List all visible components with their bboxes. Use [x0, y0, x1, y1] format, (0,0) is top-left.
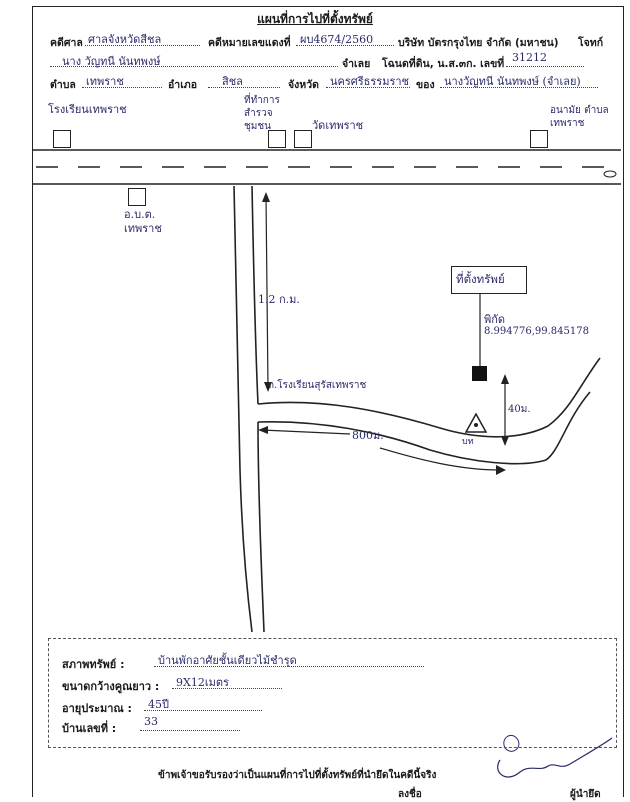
landmark-box-office	[268, 130, 286, 148]
triangle-marker	[464, 412, 488, 433]
office-label: ที่ทำการ สำรวจ ชุมชน	[244, 95, 280, 132]
role-label: ผู้นำยึด	[570, 789, 601, 800]
province-value: นครศรีธรรมราช	[330, 75, 410, 88]
house-no-label: บ้านเลขที่ :	[62, 722, 117, 735]
court-underline	[85, 45, 200, 46]
court-label: คดีศาล	[50, 37, 83, 49]
deed-label: โฉนดที่ดิน, น.ส.๓ก. เลขที่	[382, 58, 505, 70]
temple-label: วัดเทพราช	[312, 119, 364, 132]
deed-value: 31212	[512, 51, 547, 64]
province-label: จังหวัด	[288, 79, 319, 91]
health-label: อนามัย ตำบลเทพราช	[550, 105, 609, 129]
size-label: ขนาดกว้างคูณยาว :	[62, 680, 160, 693]
landmark-box-health	[530, 130, 548, 148]
company-name: บริษัท บัตรกรุงไทย จำกัด (มหาชน)	[398, 37, 559, 49]
horizontal-arrow-right	[496, 465, 506, 475]
tao-office-label: อ.บ.ต. เทพราช	[124, 208, 162, 235]
signature-scribble	[497, 737, 613, 778]
page-title: แผนที่การไปที่ตั้งทรัพย์	[257, 12, 373, 26]
amphoe-label: อำเภอ	[168, 79, 198, 91]
plaintiff-label: โจทก์	[578, 37, 604, 49]
coordinate-label: พิกัด	[484, 313, 506, 326]
triangle-marker-label: บท	[462, 437, 474, 447]
property-marker	[472, 366, 487, 381]
school-label: โรงเรียนเทพราช	[48, 103, 127, 116]
branch-road-top-edge	[257, 357, 601, 438]
triangle-marker-dot	[474, 423, 478, 427]
condition-label: สภาพทรัพย์ :	[62, 658, 125, 671]
age-underline	[144, 710, 262, 711]
tambon-value: เทพราช	[86, 75, 124, 88]
case-label: คดีหมายเลขแดงที่	[208, 37, 291, 49]
owner-label: ของ	[416, 79, 435, 91]
house-no-underline	[140, 730, 240, 731]
coordinate-value: 8.994776,99.845178	[484, 326, 589, 337]
case-value: ผบ4674/2560	[300, 33, 374, 46]
vertical-distance-line	[265, 195, 269, 389]
side-road-right-edge-lower	[257, 421, 265, 633]
property-label: ที่ตั้งทรัพย์	[456, 272, 505, 286]
owner-underline	[440, 87, 598, 88]
age-value: 45ปี	[148, 698, 169, 711]
landmark-box-temple	[294, 130, 312, 148]
page-frame	[32, 6, 624, 797]
house-no-value: 33	[144, 715, 158, 728]
defendant-label: จำเลย	[342, 58, 371, 70]
landmark-box-tao-office	[128, 188, 146, 206]
deed-underline	[506, 66, 584, 67]
horizontal-distance-line-right	[379, 447, 501, 471]
road-end-mark	[603, 170, 617, 178]
amphoe-value: สิชล	[222, 75, 243, 88]
tambon-label: ตำบล	[50, 79, 76, 91]
defendant-underline	[50, 66, 338, 67]
condition-value: บ้านพักอาศัยชั้นเดียวไม้ชำรุด	[158, 654, 297, 667]
defendant-value: นาง วัญทนี นันทพงษ์	[62, 55, 161, 68]
size-underline	[172, 688, 282, 689]
signature-mark	[503, 735, 520, 752]
property-label-box	[451, 266, 527, 294]
court-value: ศาลจังหวัดสีชล	[88, 33, 162, 46]
short-arrow-down	[501, 436, 509, 446]
amphoe-underline	[208, 87, 280, 88]
side-road-right-edge-upper	[251, 185, 259, 405]
road-name-label: ถ.โรงเรียนสุรัสเทพราช	[268, 380, 367, 391]
age-label: อายุประมาณ :	[62, 702, 132, 715]
vertical-arrow-up	[262, 192, 270, 202]
vertical-distance-label: 1.2 ก.ม.	[258, 293, 300, 306]
case-underline	[296, 45, 394, 46]
side-road-left-edge	[233, 185, 253, 633]
short-arrow-up	[501, 374, 509, 384]
owner-value: นางวัญทนี นันทพงษ์ (จำเลย)	[444, 75, 581, 88]
short-distance-label: 40ม.	[508, 404, 531, 415]
vertical-arrow-down	[264, 382, 272, 392]
landmark-box-school	[53, 130, 71, 148]
certify-text: ข้าพเจ้าขอรับรองว่าเป็นแผนที่การไปที่ตั้…	[158, 770, 437, 781]
condition-underline	[154, 666, 424, 667]
horizontal-distance-label: 800ม.	[352, 429, 384, 442]
tambon-underline	[82, 87, 162, 88]
branch-road-bottom-edge	[257, 391, 591, 465]
horizontal-arrow-left	[258, 426, 268, 434]
horizontal-distance-line-left	[261, 429, 351, 435]
province-underline	[326, 87, 410, 88]
property-details-box	[48, 638, 617, 748]
size-value: 9X12เมตร	[176, 676, 229, 689]
sign-label: ลงชื่อ	[398, 789, 422, 800]
